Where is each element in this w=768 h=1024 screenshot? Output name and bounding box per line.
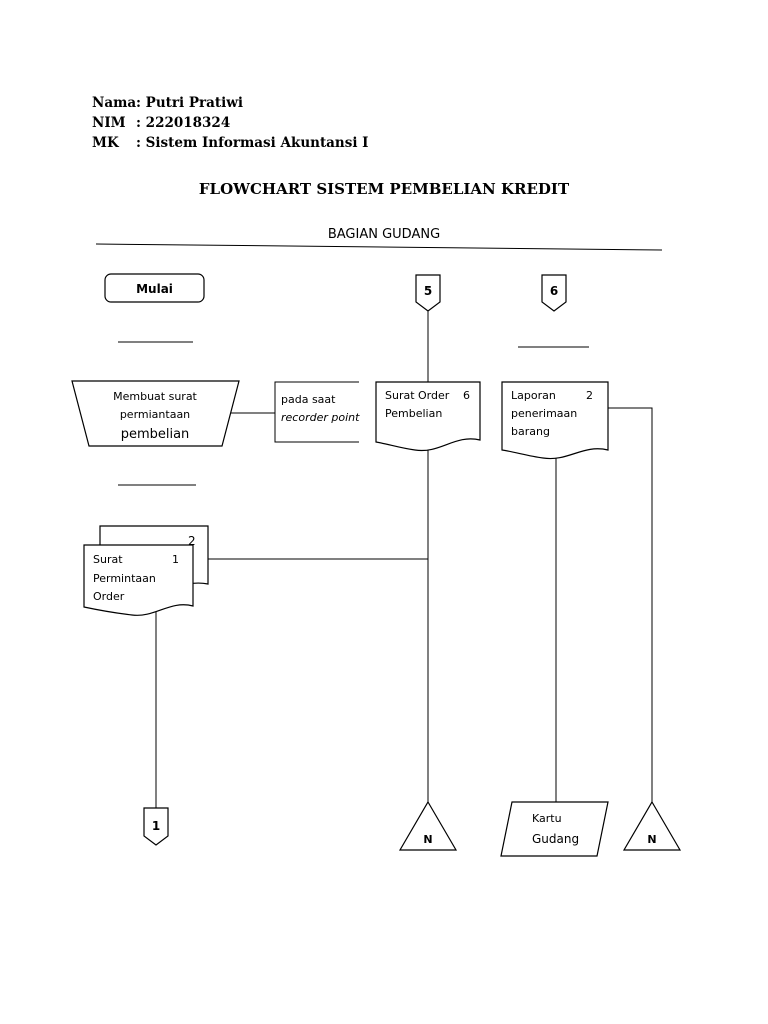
document-surat-order-pembelian: Surat Order Pembelian 6 [375,381,481,452]
connector-6-label: 6 [550,284,558,298]
spo-copy-number-1: 1 [172,553,179,566]
archive-triangle-1: N [398,800,458,851]
manual-operation: Membuat surat permiantaan pembelian [71,380,240,447]
connector-1-label: 1 [152,819,160,833]
flow-line [608,407,653,802]
name-value: : Putri Pratiwi [136,95,243,111]
kartu-text-line1: Kartu [532,812,562,825]
document-laporan-penerimaan-barang: Laporan penerimaan barang 2 [501,381,609,460]
start-terminal: Mulai [104,273,205,303]
start-label: Mulai [136,282,173,296]
spo-copy-number-2: 2 [188,534,196,548]
spo-text-line1: Surat [93,553,123,566]
name-label: Nama [92,95,137,111]
section-title: BAGIAN GUDANG [327,227,441,242]
annotation-bracket [274,381,359,443]
surat-order-text-line2: Pembelian [385,407,442,420]
nim-value: : 222018324 [136,115,231,131]
connector-5-label: 5 [424,284,432,298]
archive-1-label: N [423,833,432,846]
spo-text-line3: Order [93,590,125,603]
surat-order-copy-number: 6 [463,389,470,402]
course-label: MK [92,135,119,151]
name-row: Nama : Putri Pratiwi [92,93,369,113]
laporan-copy-number: 2 [586,389,593,402]
page-title: FLOWCHART SISTEM PEMBELIAN KREDIT [198,180,570,198]
archive-triangle-2: N [622,800,682,851]
annotation-text-line1: pada saat [281,393,336,406]
offpage-connector-6: 6 [541,274,567,312]
section-divider [95,243,663,251]
document-surat-permintaan-order: 2 Surat Permintaan Order 1 [83,525,209,616]
manual-text-line3: pembelian [121,427,190,442]
course-row: MK : Sistem Informasi Akuntansi I [92,133,369,153]
nim-row: NIM : 222018324 [92,113,369,133]
spo-text-line2: Permintaan [93,572,156,585]
offpage-connector-1: 1 [143,807,169,846]
archive-2-label: N [647,833,656,846]
data-kartu-gudang: Kartu Gudang [500,801,609,857]
annotation-text-line2: recorder point [281,411,360,424]
document-copy-1 [83,544,194,616]
student-info: Nama : Putri Pratiwi NIM : 222018324 MK … [92,93,369,153]
manual-text-line2: permiantaan [120,408,190,421]
kartu-text-line2: Gudang [532,832,579,846]
laporan-text-line2: penerimaan [511,407,577,420]
surat-order-text-line1: Surat Order [385,389,450,402]
manual-text-line1: Membuat surat [113,390,197,403]
offpage-connector-5: 5 [415,274,441,312]
nim-label: NIM [92,115,126,131]
laporan-text-line1: Laporan [511,389,556,402]
laporan-text-line3: barang [511,425,550,438]
course-value: : Sistem Informasi Akuntansi I [136,135,369,151]
